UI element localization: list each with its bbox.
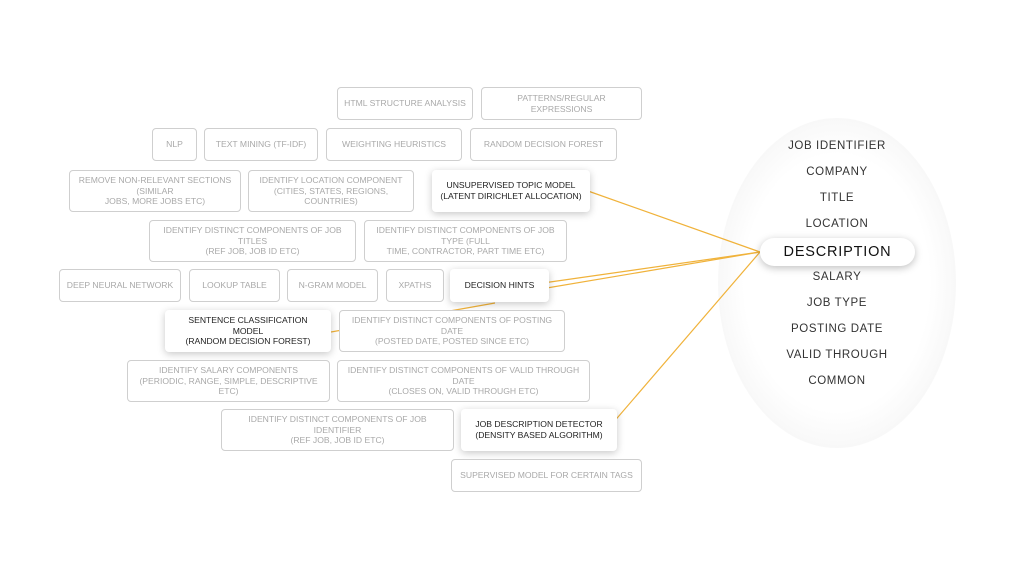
connector-decision-hints [528, 251, 761, 292]
field-posting-date[interactable]: POSTING DATE [791, 323, 883, 335]
technique-nlp[interactable]: NLP [152, 128, 197, 161]
technique-valid-through[interactable]: IDENTIFY DISTINCT COMPONENTS OF VALID TH… [337, 360, 590, 402]
technique-job-type[interactable]: IDENTIFY DISTINCT COMPONENTS OF JOB TYPE… [364, 220, 567, 262]
connector-decision-hints-2 [528, 251, 761, 286]
technique-text-mining[interactable]: TEXT MINING (TF-IDF) [204, 128, 318, 161]
connector-topic-model [587, 190, 761, 253]
technique-decision-hints[interactable]: DECISION HINTS [450, 269, 549, 302]
technique-lookup[interactable]: LOOKUP TABLE [189, 269, 280, 302]
technique-random-forest[interactable]: RANDOM DECISION FOREST [470, 128, 617, 161]
field-job-type[interactable]: JOB TYPE [806, 297, 868, 309]
technique-xpaths[interactable]: XPATHS [386, 269, 444, 302]
fields-backdrop [718, 118, 956, 448]
field-title[interactable]: TITLE [819, 192, 855, 204]
technique-ngram[interactable]: N-GRAM MODEL [287, 269, 378, 302]
technique-weighting[interactable]: WEIGHTING HEURISTICS [326, 128, 462, 161]
technique-topic-model[interactable]: UNSUPERVISED TOPIC MODEL(LATENT DIRICHLE… [432, 170, 590, 212]
technique-deep-nn[interactable]: DEEP NEURAL NETWORK [59, 269, 181, 302]
field-company[interactable]: COMPANY [806, 166, 868, 178]
field-job-identifier[interactable]: JOB IDENTIFIER [788, 140, 886, 152]
technique-job-identifier[interactable]: IDENTIFY DISTINCT COMPONENTS OF JOB IDEN… [221, 409, 454, 451]
technique-patterns[interactable]: PATTERNS/REGULAR EXPRESSIONS [481, 87, 642, 120]
connector-description-detector [611, 251, 761, 425]
technique-sentence-model[interactable]: SENTENCE CLASSIFICATION MODEL(RANDOM DEC… [165, 310, 331, 352]
technique-html-structure[interactable]: HTML STRUCTURE ANALYSIS [337, 87, 473, 120]
field-common[interactable]: COMMON [808, 375, 866, 387]
field-valid-through[interactable]: VALID THROUGH [786, 349, 888, 361]
technique-description-detector[interactable]: JOB DESCRIPTION DETECTOR(DENSITY BASED A… [461, 409, 617, 451]
technique-posting-date[interactable]: IDENTIFY DISTINCT COMPONENTS OF POSTING … [339, 310, 565, 352]
field-salary[interactable]: SALARY [812, 271, 862, 283]
technique-location-component[interactable]: IDENTIFY LOCATION COMPONENT(CITIES, STAT… [248, 170, 414, 212]
field-description-selected[interactable]: DESCRIPTION [760, 238, 915, 266]
technique-supervised[interactable]: SUPERVISED MODEL FOR CERTAIN TAGS [451, 459, 642, 492]
technique-salary[interactable]: IDENTIFY SALARY COMPONENTS(PERIODIC, RAN… [127, 360, 330, 402]
field-location[interactable]: LOCATION [805, 218, 869, 230]
technique-job-titles[interactable]: IDENTIFY DISTINCT COMPONENTS OF JOB TITL… [149, 220, 356, 262]
